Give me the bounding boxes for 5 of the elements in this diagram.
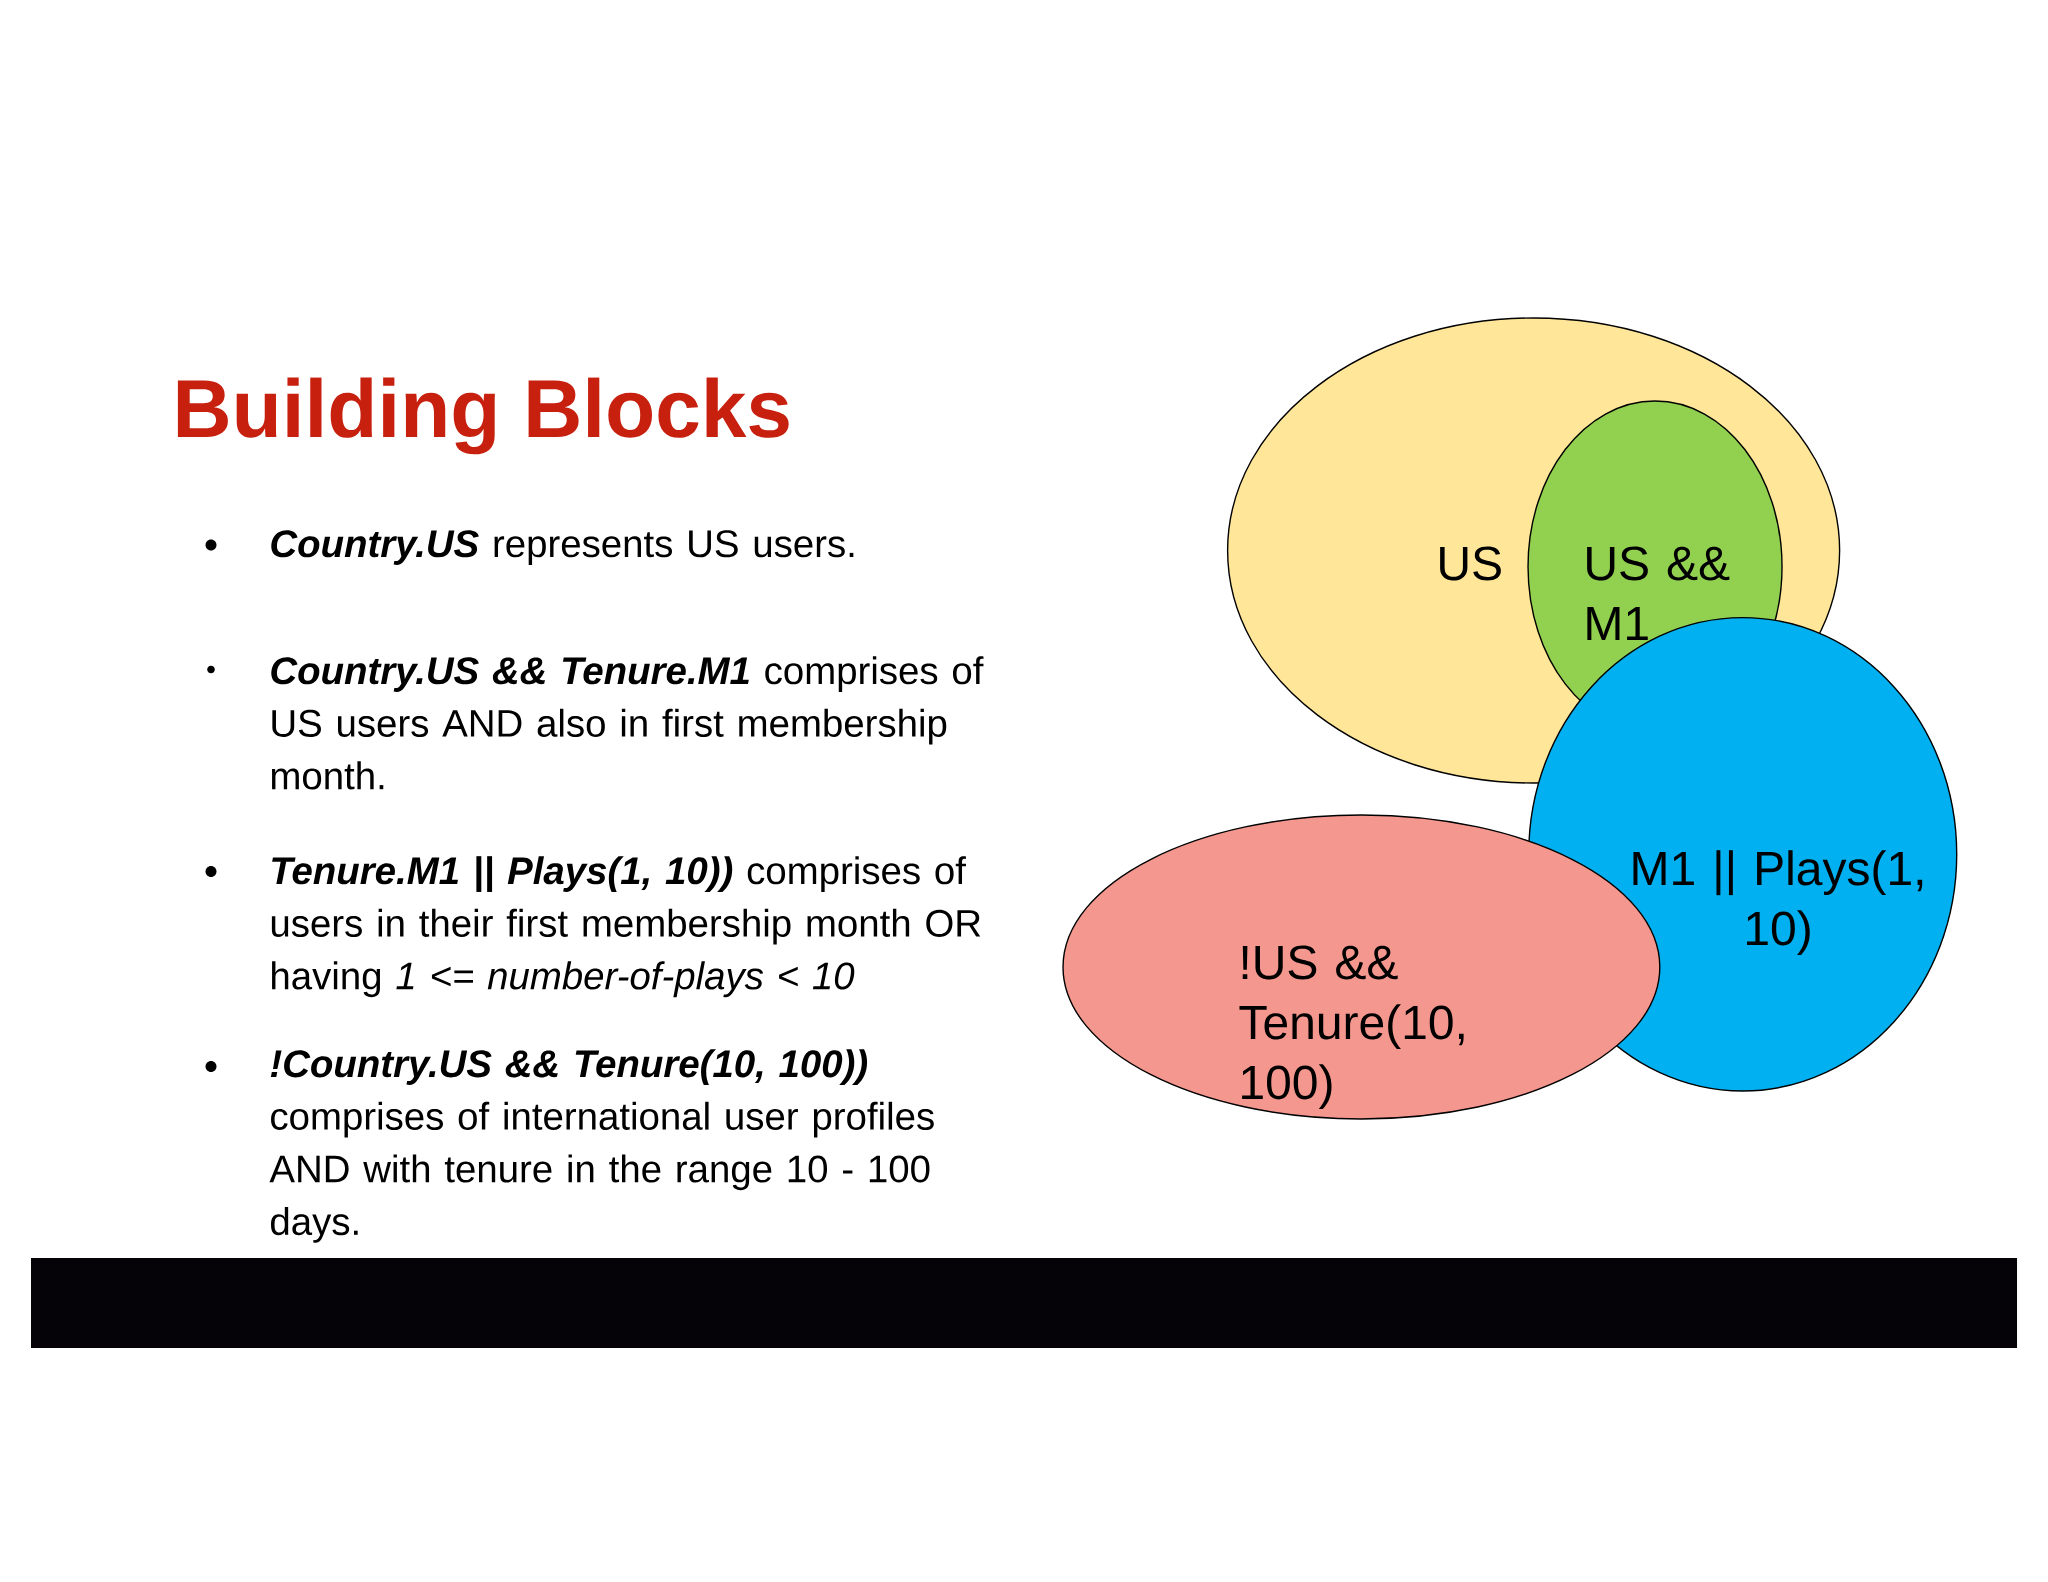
- bullet-text: Country.US && Tenure.M1 comprises of US users AND also in first membership month.: [271, 656, 984, 790]
- bullet-text: !Country.US && Tenure(10, 100)) comprises of international user profiles AND with tenure in the range 10 - 100 days.: [269, 1049, 934, 1243]
- slide-title: Building Blocks: [177, 377, 789, 455]
- bullet-text: Country.US represents US users.: [271, 530, 854, 565]
- bullet-text: Tenure.M1 || Plays(1, 10)) comprises of users in their first membership month OR having 1 <= number-of-plays < 10: [271, 856, 981, 998]
